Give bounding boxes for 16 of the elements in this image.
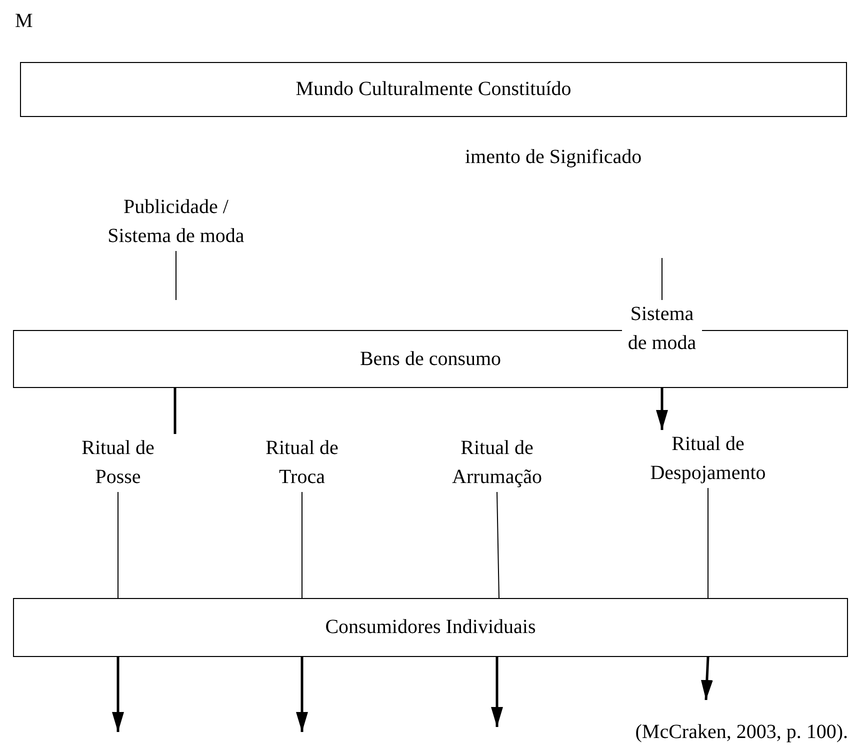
box-label: Bens de consumo <box>360 348 502 370</box>
text-label: (McCraken, 2003, p. 100). <box>635 721 848 744</box>
box-label: Mundo Culturalmente Constituído <box>296 78 572 101</box>
arrow <box>700 656 713 700</box>
process-box <box>13 598 848 657</box>
text-label: M <box>15 10 33 33</box>
connector-line <box>174 388 176 434</box>
box-label: Consumidores Individuais <box>325 616 536 639</box>
arrow <box>296 657 308 732</box>
arrow <box>491 657 503 727</box>
process-box <box>20 62 847 117</box>
process-box <box>13 330 848 388</box>
text-label: imento de Significado <box>465 146 642 169</box>
arrow <box>656 388 668 430</box>
connector-line <box>496 492 500 598</box>
arrow <box>112 657 124 732</box>
